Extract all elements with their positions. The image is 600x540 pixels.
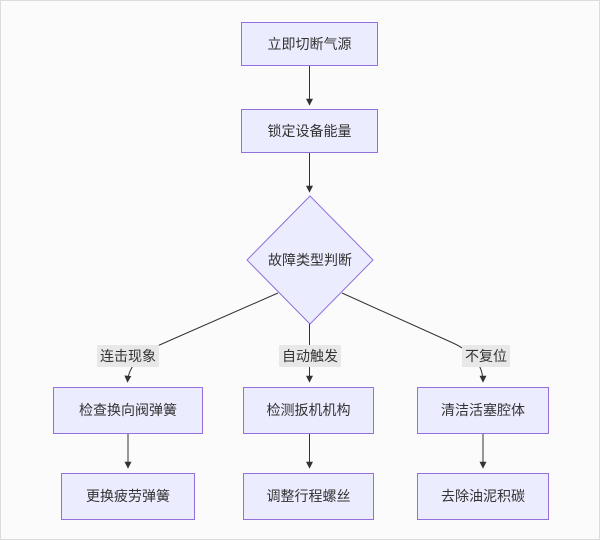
node-lock-equipment-energy: 锁定设备能量	[241, 109, 378, 153]
node-clean-piston-chamber: 清洁活塞腔体	[417, 387, 549, 434]
edge-c-d	[124, 292, 279, 383]
node-check-trigger-mechanism: 检测扳机机构	[243, 387, 374, 434]
decision-fault-type-label: 故障类型判断	[268, 252, 352, 268]
edge-c-f	[341, 292, 487, 383]
edge-label-repeated-firing: 连击现象	[97, 345, 159, 367]
edge-label-auto-trigger: 自动触发	[279, 345, 341, 367]
node-check-reversing-valve-spring: 检查换向阀弹簧	[53, 387, 203, 434]
edge-label-no-reset: 不复位	[462, 345, 510, 367]
node-replace-fatigued-spring: 更换疲劳弹簧	[61, 473, 195, 520]
node-adjust-stroke-screw: 调整行程螺丝	[243, 473, 374, 520]
node-remove-sludge-carbon: 去除油泥积碳	[417, 473, 549, 520]
node-cut-gas-supply: 立即切断气源	[241, 22, 378, 66]
